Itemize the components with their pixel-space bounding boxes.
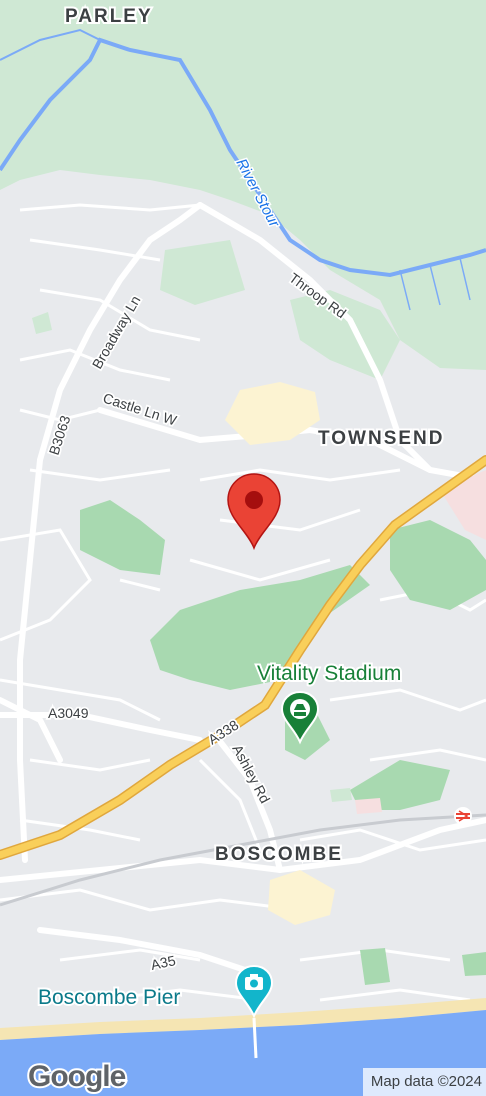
park-area-west-small [30, 18, 72, 60]
park-area-river-valley [0, 0, 486, 370]
stadium-icon[interactable] [280, 690, 320, 745]
sand-area-boscombe [268, 870, 335, 925]
river-stour [0, 37, 486, 278]
map-attribution[interactable]: Map data ©2024 [362, 1068, 486, 1096]
place-label-townsend: TOWNSEND [318, 428, 444, 449]
google-logo[interactable]: Google [26, 1058, 129, 1095]
railway-line [0, 813, 486, 907]
park-area-coast-2 [462, 952, 486, 976]
park-area-broadway [160, 240, 245, 305]
park-area-golf [80, 500, 165, 575]
park-area-kings-park [150, 565, 370, 690]
poi-label-boscombe-pier[interactable]: Boscombe Pier [36, 984, 182, 1011]
camera-icon[interactable] [234, 964, 274, 1019]
park-area-east [290, 290, 400, 380]
river-stour-tributary [0, 28, 101, 61]
sand-area-castle-lane [225, 382, 320, 445]
beach-area [0, 998, 486, 1040]
park-area-east-green [390, 520, 486, 610]
commercial-area-pink-2 [355, 798, 382, 814]
place-label-parley: PARLEY [65, 6, 153, 27]
park-area-coast-1 [360, 948, 390, 985]
boscombe-pier-structure [252, 1017, 258, 1059]
poi-label-vitality-stadium[interactable]: Vitality Stadium [255, 660, 403, 687]
rail-station-icon[interactable] [454, 807, 472, 825]
park-area-southeast [350, 760, 450, 810]
a338-highway [0, 456, 486, 859]
place-label-boscombe: BOSCOMBE [215, 844, 343, 865]
park-area-south-small [330, 788, 352, 802]
park-area-tiny [32, 312, 52, 334]
location-pin-icon[interactable] [227, 473, 281, 551]
road-label-a3049: A3049 [48, 705, 89, 721]
stream-east [399, 257, 471, 311]
